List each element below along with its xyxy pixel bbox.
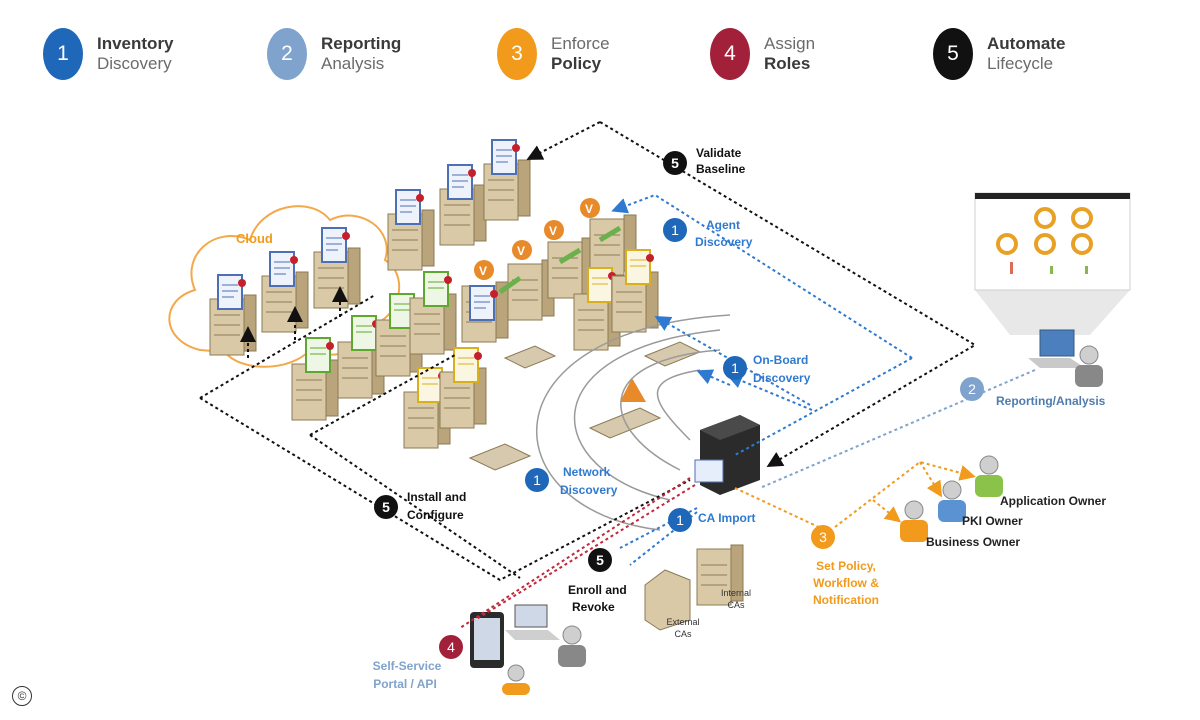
legend-title: Enforce [551, 34, 610, 53]
certificate-authorities [644, 544, 744, 631]
legend-badge: 1 [43, 28, 83, 80]
step-network-discovery: 1 Network Discovery [525, 465, 618, 497]
step-label: CA Import [698, 511, 756, 525]
svg-text:V: V [517, 244, 525, 258]
central-appliance [694, 415, 760, 495]
business-owner-label: Business Owner [926, 535, 1020, 549]
step-badge [663, 151, 687, 175]
legend-subtitle: Analysis [321, 54, 385, 73]
step-badge [668, 508, 692, 532]
step-badge [588, 548, 612, 572]
legend-title: Assign [764, 34, 816, 53]
internal-ca-label-line2: CAs [727, 600, 745, 610]
pki-owner-label: PKI Owner [962, 514, 1023, 528]
step-label-line2: Revoke [572, 600, 615, 614]
step-self-service: 4 Self-Service Portal / API [373, 635, 463, 691]
step-number: 5 [596, 552, 604, 568]
network-devices [468, 341, 702, 471]
external-ca-label-line2: CAs [674, 629, 692, 639]
agent-servers: V V V V [461, 198, 637, 343]
step-label-line2: Workflow & [813, 576, 879, 590]
legend-item-automate: 5 Automate Lifecycle [933, 28, 1065, 80]
reporting-dashboard [974, 192, 1131, 335]
application-owner-label: Application Owner [1000, 494, 1106, 508]
step-badge [439, 635, 463, 659]
cloud-servers [209, 227, 361, 356]
legend-subtitle: Lifecycle [987, 54, 1054, 73]
legend-item-assign: 4 Assign Roles [710, 28, 815, 80]
legend-item-reporting: 2 Reporting Analysis [267, 28, 401, 80]
svg-text:V: V [585, 202, 593, 216]
svg-text:V: V [479, 264, 487, 278]
step-label-line2: Portal / API [373, 677, 437, 691]
lifecycle-black-loop [199, 121, 977, 582]
step-label-line1: Enroll and [568, 583, 627, 597]
step-label-line1: Network [563, 465, 611, 479]
legend-item-enforce: 3 Enforce Policy [497, 28, 610, 80]
legend-subtitle: Roles [764, 54, 811, 73]
legend-subtitle: Policy [551, 54, 602, 73]
step-number: 1 [731, 360, 739, 376]
step-badge [663, 218, 687, 242]
step-badge [811, 525, 835, 549]
legend-item-inventory: 1 Inventory Discovery [43, 28, 174, 80]
internal-ca-label-line1: Internal [721, 588, 751, 598]
step-number: 5 [382, 499, 390, 515]
step-label-line1: Agent [706, 218, 740, 232]
legend-badge: 5 [933, 28, 973, 80]
policy-orange-lines [734, 460, 976, 531]
legend-title: Inventory [97, 34, 174, 53]
reporting-workstation [1028, 329, 1104, 388]
step-number: 1 [671, 222, 679, 238]
external-ca-label-line1: External [666, 617, 699, 627]
legend-badge: 4 [710, 28, 750, 80]
self-service-red-lines [459, 477, 696, 629]
step-validate-baseline: 5 Validate Baseline [663, 146, 746, 176]
step-set-policy: 3 Set Policy, Workflow & Notification [811, 525, 879, 607]
step-label-line2: Configure [407, 508, 464, 522]
step-enroll-revoke: 5 Enroll and Revoke [568, 548, 627, 614]
step-onboard-discovery: 1 On-Board Discovery [723, 353, 811, 385]
step-badge [374, 495, 398, 519]
step-reporting-analysis: 2 Reporting/Analysis [960, 377, 1106, 408]
legend-subtitle: Discovery [97, 54, 172, 73]
legend-badge: 2 [267, 28, 307, 80]
self-service-devices [470, 604, 587, 695]
step-badge [960, 377, 984, 401]
step-label-line2: Discovery [695, 235, 753, 249]
step-number: 3 [819, 529, 827, 545]
step-number: 5 [671, 155, 679, 171]
step-badge [525, 468, 549, 492]
copyright-symbol: © [12, 686, 32, 706]
cloud-label: Cloud [236, 231, 273, 246]
step-label-line3: Notification [813, 593, 879, 607]
step-label-line2: Baseline [696, 162, 746, 176]
step-label-line1: On-Board [753, 353, 808, 367]
legend-title: Automate [987, 34, 1066, 53]
step-install-configure: 5 Install and Configure [374, 490, 466, 522]
network-scan-arcs [536, 314, 731, 531]
svg-text:V: V [549, 224, 557, 238]
step-number: 1 [533, 472, 541, 488]
step-badge [723, 356, 747, 380]
step-label-line1: Install and [407, 490, 466, 504]
step-ca-import: 1 CA Import [668, 508, 756, 532]
step-number: 2 [968, 381, 976, 397]
legend-title: Reporting [321, 34, 402, 53]
reporting-grey-line [759, 369, 1036, 489]
step-label-line1: Validate [696, 146, 742, 160]
owners-group [900, 455, 1003, 542]
step-label: Reporting/Analysis [996, 394, 1106, 408]
step-number: 1 [676, 512, 684, 528]
step-number: 4 [447, 639, 455, 655]
baseline-servers [387, 139, 531, 271]
step-label-line2: Discovery [560, 483, 618, 497]
legend-badge: 3 [497, 28, 537, 80]
step-label-line2: Discovery [753, 371, 811, 385]
step-label-line1: Self-Service [373, 659, 442, 673]
step-label-line1: Set Policy, [816, 559, 876, 573]
step-agent-discovery: 1 Agent Discovery [663, 218, 753, 249]
